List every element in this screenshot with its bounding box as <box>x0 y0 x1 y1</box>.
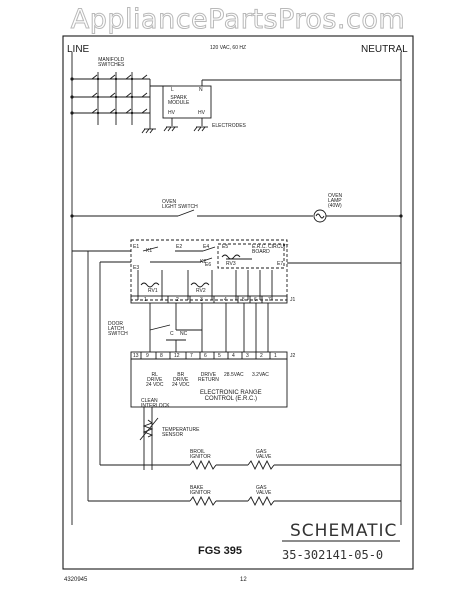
e1-label: E1 <box>133 244 140 250</box>
rv1-label: RV1 <box>148 288 158 294</box>
e3-label: E3 <box>133 265 140 271</box>
spark-l-label: L <box>171 87 174 93</box>
manifold-switches <box>72 72 151 125</box>
broil-ignitor-label: BROIL IGNITOR <box>190 449 211 460</box>
page-number: 12 <box>240 577 247 583</box>
j1-pin: 1 <box>144 297 147 303</box>
drive-return-label: DRIVE RETURN <box>198 372 219 383</box>
bake-ignitor-label: BAKE IGNITOR <box>190 485 211 496</box>
voltage-32-label: 3.2VAC <box>252 372 269 378</box>
spark-hv1-label: HV <box>168 110 175 116</box>
j2-pin: 7 <box>190 353 193 359</box>
rv3-label: RV3 <box>226 261 236 267</box>
j2-pin: 5 <box>218 353 221 359</box>
j1-label: J1 <box>290 297 296 303</box>
watermark: AppliancePartsPros.com <box>70 4 406 36</box>
oven-light-switch-label: OVEN LIGHT SWITCH <box>162 199 198 210</box>
door-latch-switch-label: DOOR LATCH SWITCH <box>108 321 128 337</box>
br-drive-label: BR DRIVE 24 VDC <box>172 372 190 388</box>
j2-pin: 12 <box>174 353 180 359</box>
j2-pin: 8 <box>160 353 163 359</box>
j2-pin: 1 <box>274 353 277 359</box>
j1-pin: 4 <box>224 297 227 303</box>
j2-pin: 3 <box>246 353 249 359</box>
rl-drive-label: RL DRIVE 24 VDC <box>146 372 164 388</box>
spark-hv2-label: HV <box>198 110 205 116</box>
j1-pin: 6 <box>254 297 257 303</box>
j2-pin: 6 <box>204 353 207 359</box>
schematic-title: SCHEMATIC <box>290 521 398 541</box>
part-number: 35-302141-05-0 <box>282 548 384 562</box>
e2-label: E2 <box>176 244 183 250</box>
j2-pin: 2 <box>260 353 263 359</box>
e6-label: E6 <box>205 262 212 268</box>
spark-module-label: SPARK MODULE <box>168 95 190 106</box>
j2-pin: 9 <box>146 353 149 359</box>
supply-label: 120 VAC, 60 HZ <box>210 45 247 51</box>
model-number: FGS 395 <box>198 545 243 557</box>
oven-lamp-label: OVEN LAMP (40W) <box>328 193 343 209</box>
door-latch-nc-label: NC <box>180 331 188 337</box>
door-latch-c-label: C <box>170 331 174 337</box>
electrodes-label: ELECTRODES <box>212 123 246 129</box>
e4-label: E4 <box>203 244 210 250</box>
j1-pin: 5 <box>242 297 245 303</box>
erc-control-label: ELECTRONIC RANGE CONTROL (E.R.C.) <box>200 390 262 402</box>
j2-label: J2 <box>290 353 296 359</box>
manifold-switches-label: MANIFOLD SWITCHES <box>98 57 125 68</box>
j2-pin: 13 <box>133 353 139 359</box>
j1-pin: 7 <box>268 297 271 303</box>
temperature-sensor-label: TEMPERATURE SENSOR <box>162 427 200 438</box>
erc-circuit-board-label: E.R.C. CIRCUIT BOARD <box>252 244 289 255</box>
rv2-label: RV2 <box>196 288 206 294</box>
line-label: LINE <box>67 44 90 55</box>
gas-valve-1-label: GAS VALVE <box>256 449 272 460</box>
voltage-285-label: 28.5VAC <box>224 372 244 378</box>
k1-label: K1 <box>146 248 153 254</box>
j1-pin: 3 <box>200 297 203 303</box>
neutral-label: NEUTRAL <box>361 44 408 55</box>
j1-pin: 2 <box>176 297 179 303</box>
k2-label: K2 <box>200 259 207 265</box>
gas-valve-2-label: GAS VALVE <box>256 485 272 496</box>
j2-pin: 4 <box>232 353 235 359</box>
clean-interlock-label: CLEAN INTERLOCK <box>141 398 170 409</box>
spark-n-label: N <box>199 87 203 93</box>
e7-label: E7 <box>277 261 284 267</box>
doc-number: 4320945 <box>64 577 88 583</box>
e5-label: E5 <box>222 244 229 250</box>
